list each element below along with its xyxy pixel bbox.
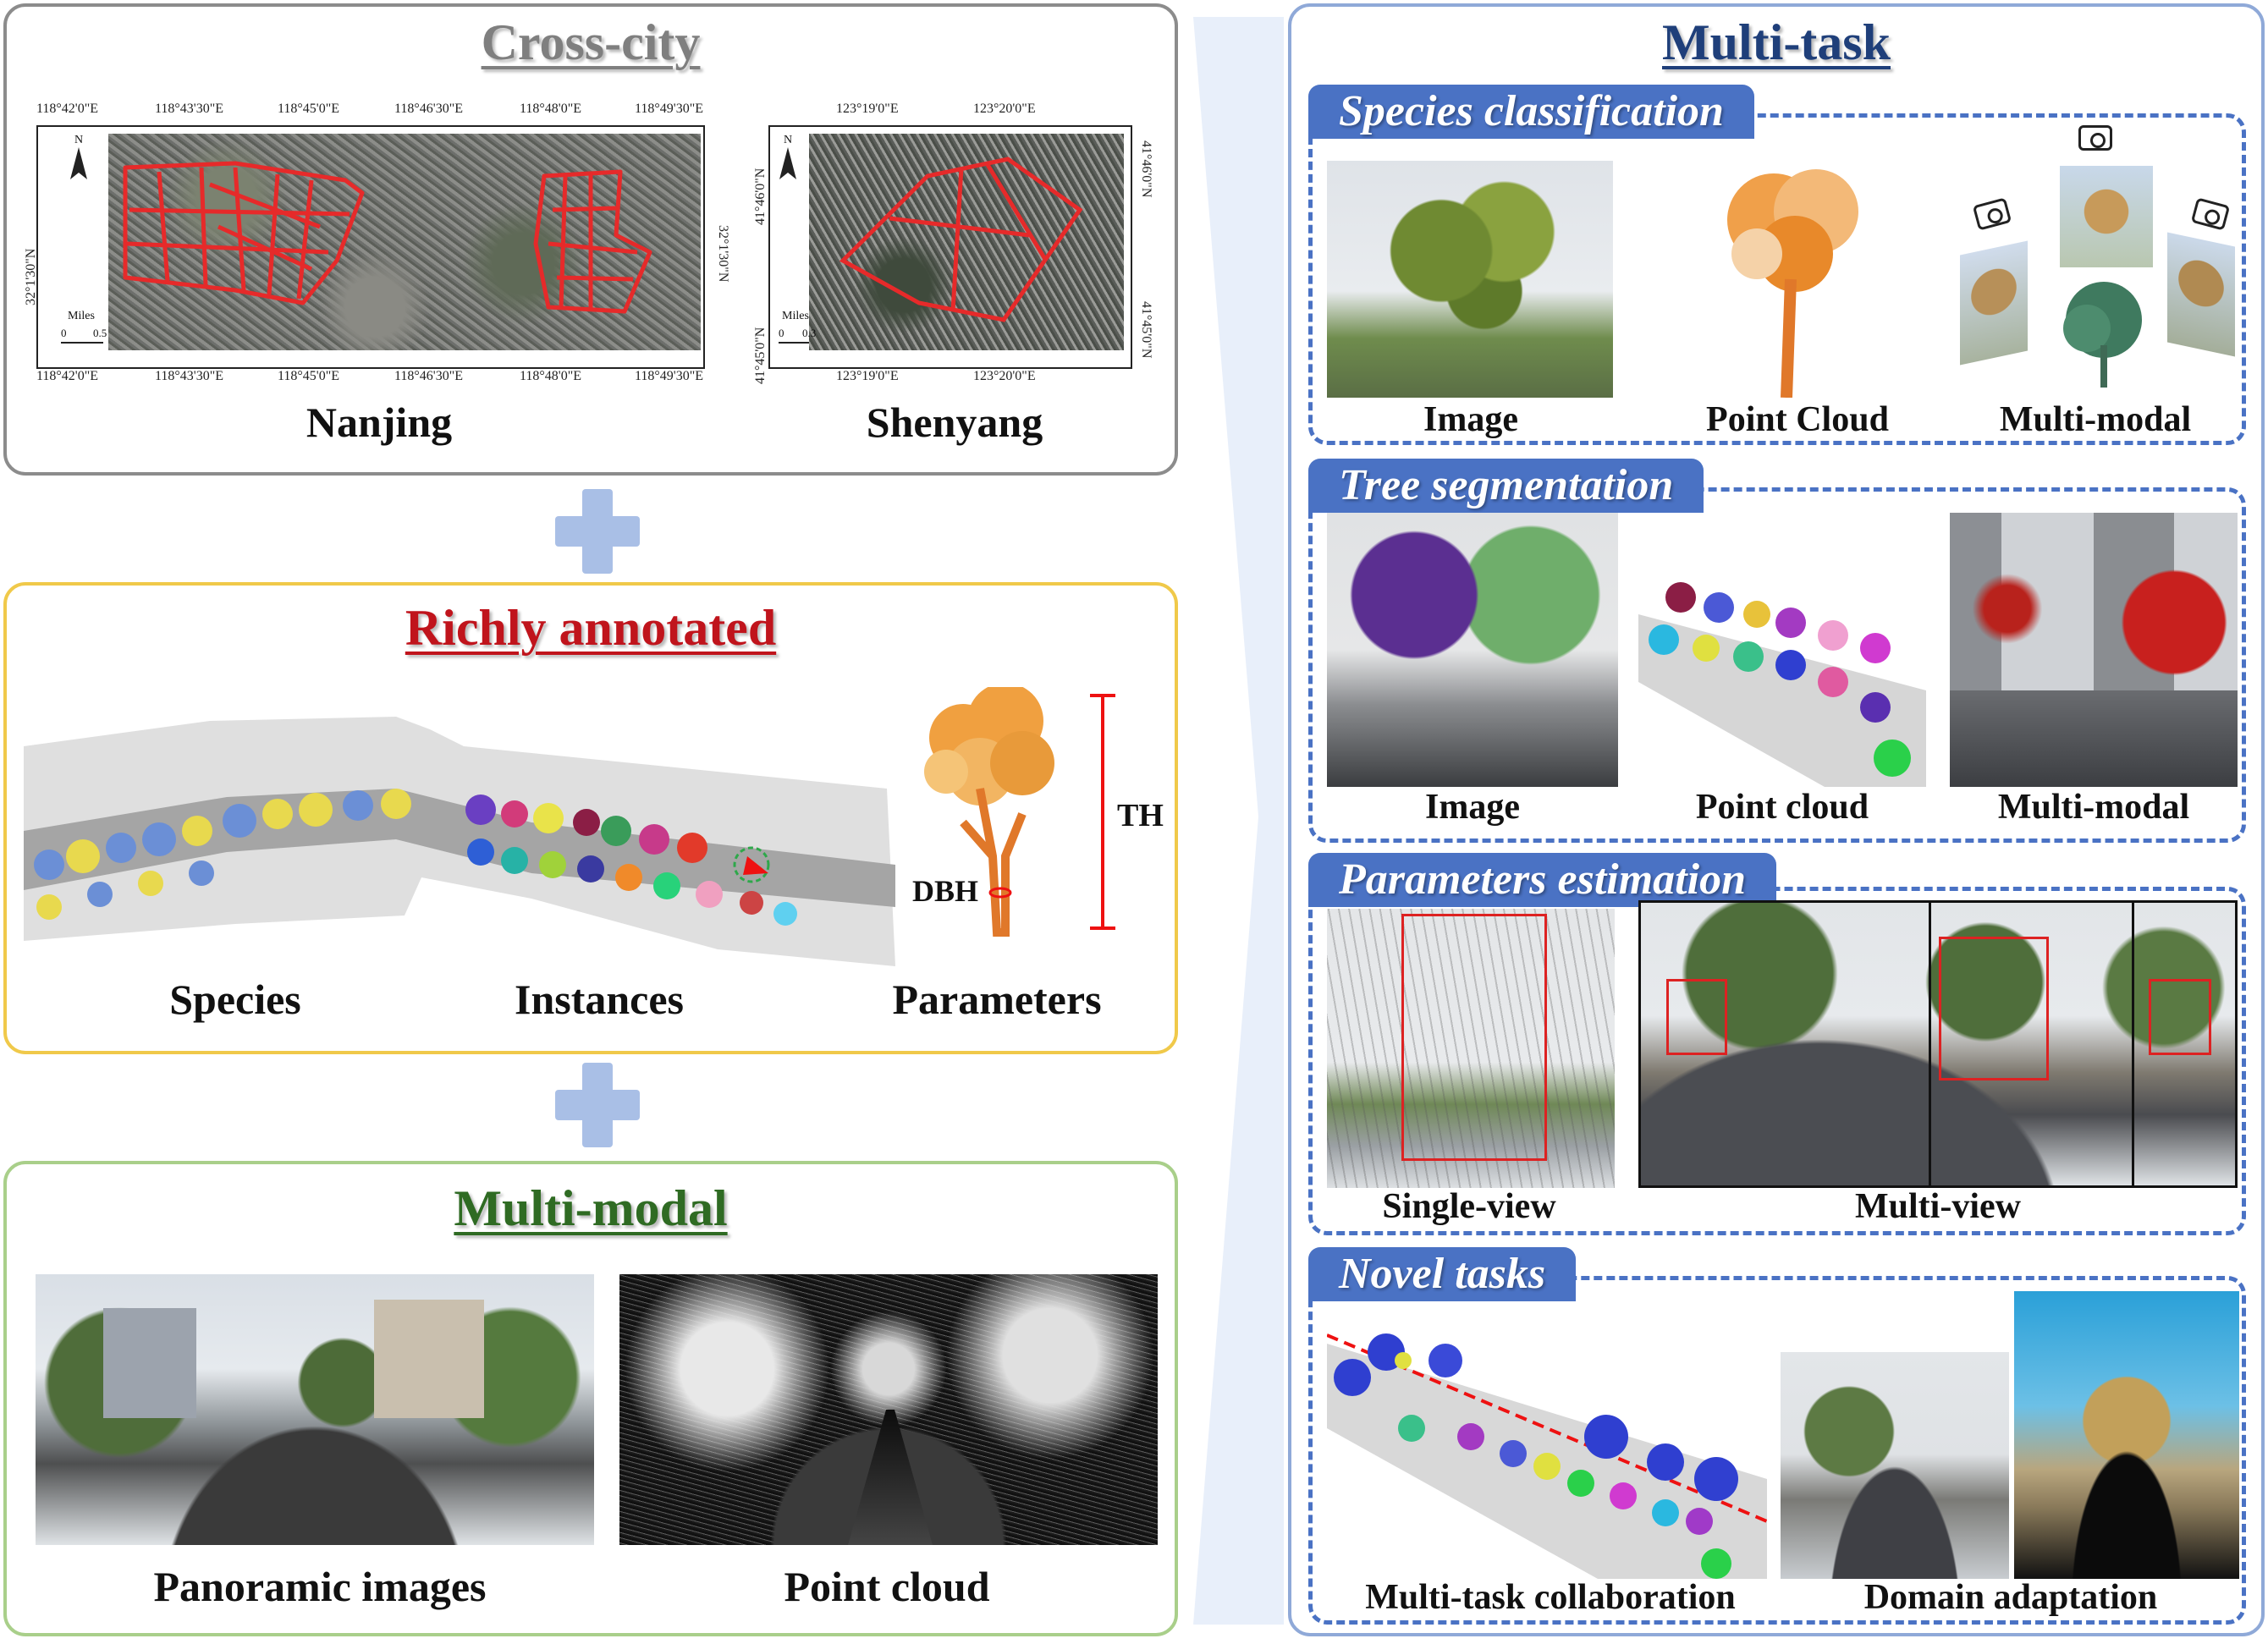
- single-view-image: [1327, 909, 1615, 1188]
- shenyang-label: Shenyang: [866, 399, 1043, 446]
- panoramic-images-label: Panoramic images: [153, 1563, 487, 1610]
- multi-task-panel: Multi-task Species classification I: [1288, 3, 2265, 1636]
- multi-task-collaboration-figure: [1326, 1310, 1768, 1579]
- nanjing-top-tick: 118°43'30"E: [155, 102, 223, 116]
- nanjing-top-tick: 118°49'30"E: [635, 102, 703, 116]
- nanjing-bottom-tick: 118°43'30"E: [155, 369, 223, 383]
- scale-end: 0.5: [93, 327, 107, 339]
- nanjing-top-tick: 118°45'0"E: [278, 102, 339, 116]
- segmentation-multi-modal: [1950, 513, 2238, 787]
- multi-modal-species-figure: [1951, 125, 2239, 400]
- shenyang-scale-bar: Miles 0 0.3: [770, 310, 838, 352]
- parameters-estimation-section: [1308, 887, 2246, 1235]
- nanjing-top-tick: 118°46'30"E: [394, 102, 463, 116]
- shenyang-top-tick: 123°19'0"E: [836, 102, 899, 116]
- tree-segmentation-tab: Tree segmentation: [1308, 459, 1704, 513]
- caption-multi-modal: Multi-modal: [1999, 400, 2192, 439]
- species-classification-section: [1308, 113, 2246, 445]
- shenyang-routes: [839, 157, 1083, 322]
- species-points: [34, 789, 411, 920]
- cross-city-title: Cross-city: [481, 14, 701, 70]
- shenyang-bottom-tick: 123°19'0"E: [836, 369, 899, 383]
- shenyang-lat-tick: 41°45'0"N: [753, 327, 768, 384]
- multi-view-image: [1638, 900, 2238, 1188]
- scale-end: 0.3: [802, 327, 817, 339]
- domain-adaptation-image-1: [1781, 1352, 2009, 1579]
- caption-multi-task-collaboration: Multi-task collaboration: [1365, 1578, 1736, 1617]
- caption-point-cloud: Point cloud: [1695, 788, 1869, 827]
- th-label: TH: [1117, 798, 1164, 833]
- richly-annotated-title: Richly annotated: [405, 600, 777, 656]
- segmentation-image: [1327, 513, 1618, 787]
- north-label: N: [74, 134, 84, 146]
- species-point-cloud: [1689, 161, 1909, 399]
- domain-adaptation-image-2: [2014, 1291, 2239, 1579]
- shenyang-satellite-image: [809, 134, 1124, 350]
- plus-icon: [555, 1063, 640, 1152]
- multi-modal-panel: Multi-modal Panoramic images Point cloud: [3, 1161, 1178, 1636]
- multi-task-title: Multi-task: [1662, 14, 1891, 70]
- caption-image: Image: [1423, 400, 1518, 439]
- connector-wedge: [1178, 0, 1288, 1640]
- instance-points: [465, 795, 797, 926]
- caption-multi-modal: Multi-modal: [1997, 788, 2190, 827]
- shenyang-lat-tick: 41°46'0"N: [1139, 140, 1153, 198]
- species-label: Species: [169, 976, 301, 1023]
- nanjing-lat-tick: 32°1'30"N: [716, 225, 730, 283]
- caption-single-view: Single-view: [1382, 1187, 1556, 1226]
- scale-unit: Miles: [68, 310, 95, 322]
- parameters-label: Parameters: [892, 976, 1102, 1023]
- shenyang-map: N Miles 0 0.3 123°19'0"E 123°20'0"E 123°…: [751, 98, 1166, 386]
- multi-modal-title: Multi-modal: [454, 1180, 728, 1236]
- shenyang-lat-tick: 41°45'0"N: [1139, 301, 1153, 359]
- nanjing-lat-tick: 32°1'30"N: [24, 248, 38, 305]
- panoramic-image: [36, 1274, 594, 1545]
- instances-label: Instances: [514, 976, 685, 1023]
- nanjing-map: N Miles 0 0.5 118°42'0"E 118°43'30"E 118…: [24, 98, 730, 386]
- north-label: N: [783, 134, 793, 146]
- caption-image: Image: [1425, 788, 1520, 827]
- scale-zero: 0: [61, 327, 67, 339]
- parameters-estimation-tab: Parameters estimation: [1308, 853, 1776, 907]
- point-cloud-image: [619, 1274, 1158, 1545]
- novel-tasks-section: [1308, 1276, 2246, 1625]
- nanjing-bottom-tick: 118°45'0"E: [278, 369, 339, 383]
- nanjing-bottom-tick: 118°48'0"E: [520, 369, 581, 383]
- scale-unit: Miles: [782, 310, 809, 322]
- point-cloud-label: Point cloud: [784, 1563, 990, 1610]
- shenyang-top-tick: 123°20'0"E: [973, 102, 1036, 116]
- species-classification-tab: Species classification: [1308, 85, 1754, 139]
- species-tree-photo: [1327, 161, 1613, 398]
- nanjing-label: Nanjing: [306, 399, 453, 446]
- shenyang-lat-tick: 41°46'0"N: [753, 168, 768, 225]
- nanjing-routes: [123, 161, 652, 314]
- scale-zero: 0: [779, 327, 784, 339]
- nanjing-top-tick: 118°42'0"E: [36, 102, 98, 116]
- caption-domain-adaptation: Domain adaptation: [1863, 1578, 2158, 1617]
- north-arrow-icon: N: [66, 134, 91, 184]
- nanjing-satellite-image: [108, 134, 701, 350]
- novel-tasks-tab: Novel tasks: [1308, 1247, 1577, 1301]
- annotated-point-cloud: [24, 696, 895, 975]
- nanjing-bottom-tick: 118°42'0"E: [36, 369, 98, 383]
- plus-icon: [555, 489, 640, 579]
- segmentation-point-cloud: [1638, 513, 1926, 787]
- north-arrow-icon: N: [775, 134, 801, 184]
- caption-point-cloud: Point Cloud: [1706, 400, 1889, 439]
- shenyang-bottom-tick: 123°20'0"E: [973, 369, 1036, 383]
- tree-segmentation-section: [1308, 487, 2246, 843]
- nanjing-scale-bar: Miles 0 0.5: [49, 310, 117, 352]
- nanjing-bottom-tick: 118°46'30"E: [394, 369, 463, 383]
- camera-icon: [1972, 197, 2012, 231]
- richly-annotated-panel: Richly annotated: [3, 582, 1178, 1054]
- caption-multi-view: Multi-view: [1855, 1187, 2021, 1226]
- nanjing-bottom-tick: 118°49'30"E: [635, 369, 703, 383]
- camera-icon: [2078, 125, 2112, 151]
- cross-city-panel: Cross-city N Miles 0 0.5: [3, 3, 1178, 476]
- camera-icon: [2190, 197, 2231, 231]
- nanjing-top-tick: 118°48'0"E: [520, 102, 581, 116]
- parameter-tree-figure: TH DBH: [912, 683, 1166, 966]
- dbh-label: DBH: [912, 874, 979, 908]
